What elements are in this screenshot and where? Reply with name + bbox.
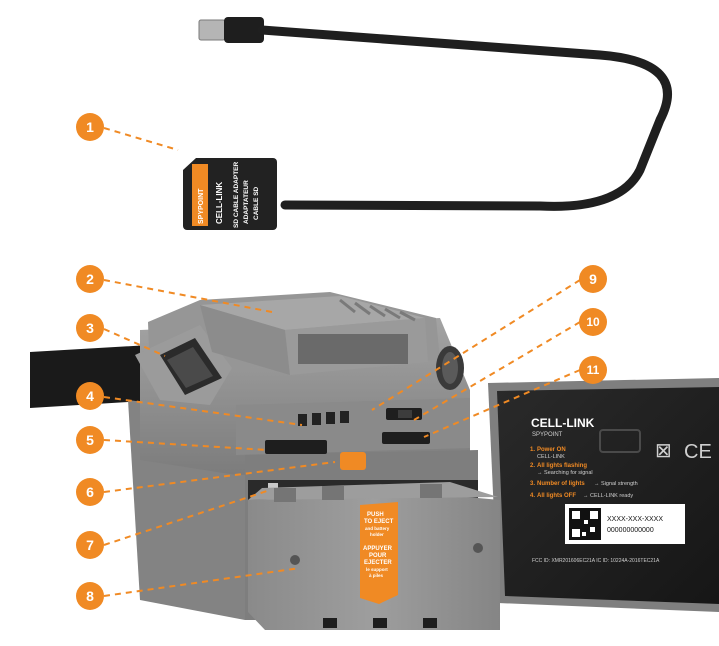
sd-card-product: CELL-LINK [215, 182, 224, 224]
leader-6 [103, 461, 336, 493]
sd-card-adapter: SPYPOINT CELL-LINK SD CABLE ADAPTER ADAP… [183, 17, 672, 230]
callout-5: 5 [76, 426, 104, 454]
door-subtitle: SPYPOINT [532, 432, 563, 438]
callout-2: 2 [76, 265, 104, 293]
door-step-2-head: All lights flashing [537, 463, 587, 469]
callout-badges: 1 2 3 4 5 6 7 8 [76, 113, 607, 610]
svg-text:1: 1 [86, 119, 94, 135]
battery-label-fr2: POUR [369, 553, 387, 559]
switch-slot [398, 410, 412, 418]
leader-5 [103, 439, 269, 451]
tray-screw [290, 555, 300, 565]
callout-1: 1 [76, 113, 104, 141]
door-step-2-num: 2. [530, 463, 535, 469]
strap-mount [135, 325, 232, 405]
id-line-1: XXXX-XXX-XXXX [607, 516, 663, 523]
leader-4 [103, 396, 303, 426]
leader-1 [103, 127, 179, 151]
door-step-3-head: Number of lights [537, 481, 585, 487]
usb-connector-metal [198, 19, 226, 41]
door-step-1-body: CELL-LINK [537, 454, 565, 460]
door-step-3-num: 3. [530, 481, 535, 487]
sd-card-notch [183, 158, 196, 170]
tray-screw [473, 543, 483, 553]
svg-text:7: 7 [86, 537, 94, 553]
door-step-4-body: → CELL-LINK ready [583, 493, 633, 499]
callout-3: 3 [76, 314, 104, 342]
svg-text:3: 3 [86, 320, 94, 336]
battery-label-en3: and battery [365, 526, 390, 531]
battery-eject-button[interactable] [340, 452, 366, 470]
door-step-3-body: → Signal strength [594, 481, 638, 487]
usb-connector-body [224, 17, 264, 43]
door-window [599, 429, 641, 453]
leader-9 [371, 279, 581, 411]
door-step-4-head: All lights OFF [537, 493, 576, 499]
door-step-1-head: Power ON [537, 447, 566, 453]
svg-text:6: 6 [86, 484, 94, 500]
svg-text:10: 10 [586, 315, 600, 329]
leader-lines [103, 127, 581, 597]
sd-card-text-fr1: ADAPTATEUR [243, 180, 250, 224]
sd-card-text-fr2: CABLE SD [253, 186, 260, 220]
svg-text:2: 2 [86, 271, 94, 287]
battery-tray: PUSH TO EJECT and battery holder APPUYER… [248, 482, 500, 630]
battery-label-en4: holder [370, 532, 384, 537]
door-step-4-num: 4. [530, 493, 535, 499]
strap [30, 345, 160, 408]
sd-card-text-en: SD CABLE ADAPTER [233, 161, 240, 228]
door-title: CELL-LINK [531, 416, 595, 430]
battery-label-fr3: EJECTER [364, 560, 392, 566]
door-step-2-body: → Searching for signal [537, 470, 593, 476]
callout-8: 8 [76, 582, 104, 610]
battery-label-fr1: APPUYER [363, 546, 393, 552]
weee-icon: ⊠ [655, 440, 672, 462]
battery-label [360, 502, 398, 604]
svg-text:8: 8 [86, 588, 94, 604]
callout-7: 7 [76, 531, 104, 559]
sd-card-brand: SPYPOINT [198, 188, 205, 224]
ce-mark: CE [684, 441, 712, 463]
sd-card-slot[interactable] [265, 440, 327, 454]
battery-label-fr5: à piles [369, 573, 384, 578]
svg-text:5: 5 [86, 432, 94, 448]
qr-code-icon [569, 508, 601, 540]
sd-card-brand-strip [192, 164, 208, 226]
id-line-2: 000000000000 [607, 527, 654, 534]
top-cover [200, 296, 428, 375]
callout-11: 11 [579, 356, 607, 384]
callout-4: 4 [76, 382, 104, 410]
flat-cable [257, 25, 672, 211]
battery-label-en2: TO EJECT [364, 519, 394, 525]
leader-7 [103, 489, 271, 546]
battery-label-fr4: le support [366, 567, 388, 572]
svg-text:4: 4 [86, 388, 94, 404]
sim-card-slot[interactable] [382, 432, 430, 444]
callout-10: 10 [579, 308, 607, 336]
status-lights [298, 411, 349, 426]
leader-3 [103, 328, 166, 357]
door: CELL-LINK SPYPOINT ⊠ CE 1. Power ON CELL… [488, 378, 719, 612]
fcc-line: FCC ID: XMR201606EC21A IC ID: 10224A-201… [532, 558, 660, 564]
callout-9: 9 [579, 265, 607, 293]
top-cover-window [298, 334, 408, 364]
battery-label-en1: PUSH [367, 512, 384, 518]
svg-text:9: 9 [589, 271, 597, 287]
callout-6: 6 [76, 478, 104, 506]
door-step-1-num: 1. [530, 447, 535, 453]
svg-text:11: 11 [587, 363, 600, 377]
